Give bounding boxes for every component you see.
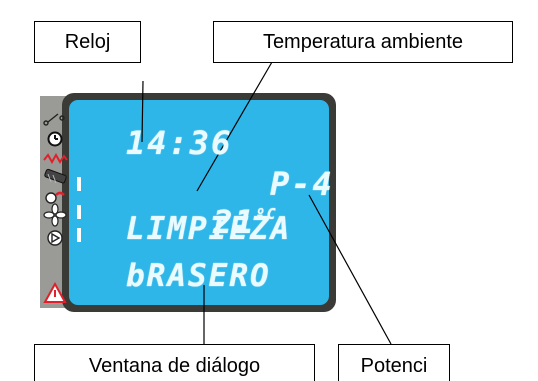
warning-icon xyxy=(43,281,67,303)
fan-icon xyxy=(43,203,67,227)
play-icon xyxy=(47,230,63,246)
lcd-temperature: 21ºC xyxy=(128,165,278,279)
lcd-screen xyxy=(69,100,329,305)
indicator-segment xyxy=(77,205,81,219)
leader-line-reloj xyxy=(141,80,144,143)
lcd-dialog-line-2: bRASERO xyxy=(126,258,271,294)
fan-motor-icon xyxy=(45,191,65,204)
switch-icon xyxy=(43,113,65,126)
clock-icon xyxy=(47,131,63,147)
callout-potencia: Potenci xyxy=(338,344,450,381)
leader-line-potencia xyxy=(308,194,392,345)
lcd-temperature-unit: ºC xyxy=(255,205,278,223)
callout-reloj: Reloj xyxy=(34,21,141,63)
lcd-dialog-line-1: LIMPIEZA xyxy=(126,211,292,247)
callout-temperatura-ambiente: Temperatura ambiente xyxy=(213,21,513,63)
indicator-segment xyxy=(77,228,81,242)
lcd-power: P-4 xyxy=(270,165,334,203)
fuel-auger-icon xyxy=(44,168,67,184)
lcd-clock: 14:36 xyxy=(126,124,233,162)
heater-resistance-icon xyxy=(43,152,68,165)
leader-line-temperatura xyxy=(196,61,273,192)
lcd-temperature-value: 21 xyxy=(213,203,256,241)
callout-ventana-de-dialogo: Ventana de diálogo xyxy=(34,344,315,381)
indicator-segment xyxy=(77,177,81,191)
